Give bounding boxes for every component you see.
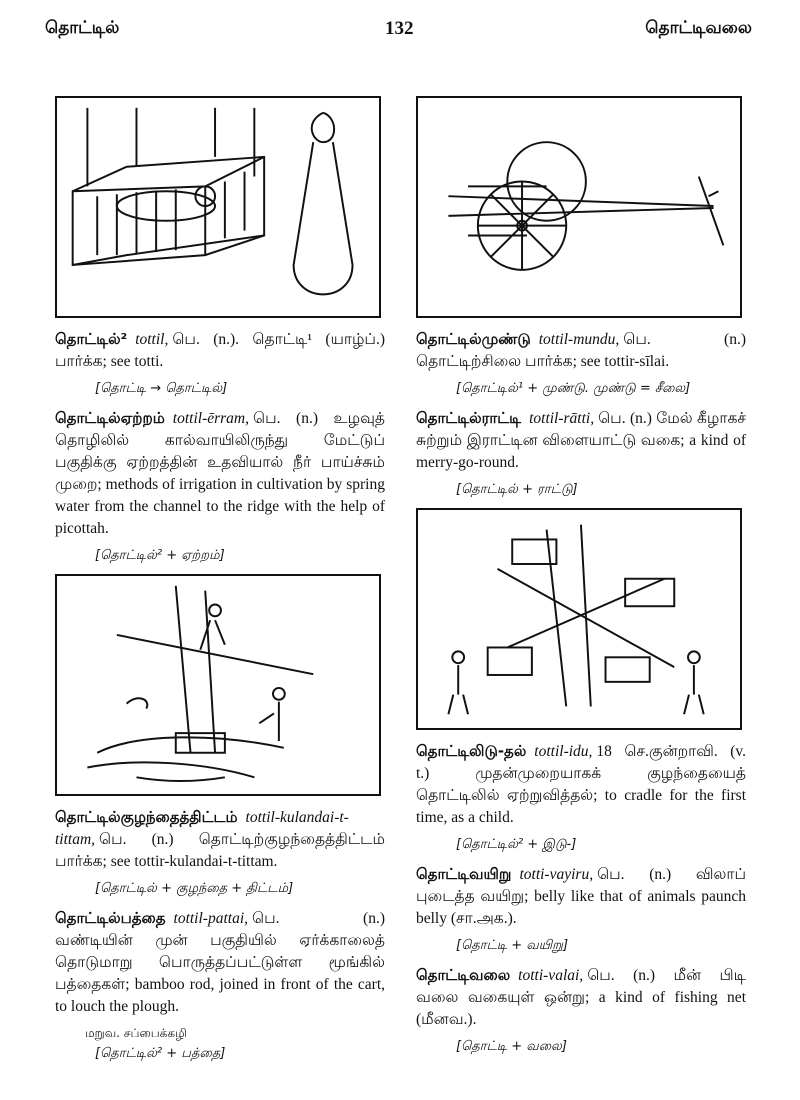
etymology: [தொட்டில் + குழந்தை + திட்டம்]	[95, 881, 294, 896]
definition: பெ. (n.) வண்டியின் முன் பகுதியில் ஏர்க்க…	[55, 910, 385, 1015]
definition: பெ. (n.). தொட்டி¹ (யாழ்ப்.) பார்க்க; see…	[55, 331, 385, 370]
dictionary-entry: தொட்டிலிடு-தல் tottil-idu,18 செ.குன்றாவி.…	[416, 740, 746, 829]
picottah-irrigation-illustration	[55, 574, 381, 796]
dictionary-entry: தொட்டில்ஏற்றம் tottil-ērram,பெ. (n.) உழவு…	[55, 407, 385, 540]
definition: 18 செ.குன்றாவி. (v. t.) முதன்முறையாகக் க…	[416, 743, 746, 826]
dictionary-entry: தொட்டில்முண்டு tottil-mundu,பெ. (n.) தொட்…	[416, 328, 746, 373]
definition: பெ. (n.) தொட்டிற்சிலை பார்க்க; see totti…	[416, 331, 746, 370]
synonym: மறுவ. சப்பைக்கழி	[85, 1026, 187, 1040]
cart-illustration	[416, 96, 742, 318]
transliteration: tottil-rātti,	[529, 410, 595, 427]
headword: தொட்டில்²	[55, 330, 128, 348]
cradle-illustration	[55, 96, 381, 318]
transliteration: tottil,	[135, 331, 169, 348]
dictionary-entry: தொட்டில்ராட்டி tottil-rātti,பெ. (n.) மேல்…	[416, 407, 746, 474]
headword: தொட்டில்ஏற்றம்	[55, 409, 165, 427]
definition: பெ. (n.) உழவுத் தொழிலில் கால்வாயிலிருந்த…	[55, 410, 385, 537]
headword: தொட்டிவலை	[416, 966, 511, 984]
etymology: [தொட்டில்¹ + முண்டு. முண்டு = சீலை]	[456, 381, 691, 396]
etymology: [தொட்டில்² + பத்தை]	[95, 1046, 226, 1061]
dictionary-entry: தொட்டிவலை totti-valai,பெ. (n.) மீன் பிடி …	[416, 964, 746, 1031]
headword: தொட்டிலிடு-தல்	[416, 742, 527, 760]
definition: பெ. (n.) மீன் பிடி வலை வகையுள் ஒன்று; a …	[416, 967, 746, 1028]
definition: பெ. (n.) மேல் கீழாகச் சுற்றும் இராட்டின …	[416, 410, 746, 471]
definition: பெ. (n.) தொட்டிற்குழந்தைத்திட்டம் பார்க்…	[55, 831, 385, 870]
headword: தொட்டில்முண்டு	[416, 330, 531, 348]
dictionary-entry: தொட்டில்குழந்தைத்திட்டம்tottil-kulandai-…	[55, 806, 385, 873]
header-right-guideword: தொட்டிவலை	[645, 18, 752, 38]
transliteration: tottil-ērram,	[172, 410, 249, 427]
dictionary-entry: தொட்டில்² tottil,பெ. (n.). தொட்டி¹ (யாழ்ப…	[55, 328, 385, 373]
headword: தொட்டில்குழந்தைத்திட்டம்	[55, 808, 238, 826]
headword: தொட்டில்ராட்டி	[416, 409, 522, 427]
transliteration: tottil-mundu,	[538, 331, 620, 348]
definition: பெ. (n.) விலாப் புடைத்த வயிறு; belly lik…	[416, 866, 746, 927]
etymology: [தொட்டில்² + ஏற்றம்]	[95, 548, 225, 563]
dictionary-entry: தொட்டில்பத்தை tottil-pattai,பெ. (n.) வண்ட…	[55, 907, 385, 1018]
left-column: தொட்டில்² tottil,பெ. (n.). தொட்டி¹ (யாழ்ப…	[55, 96, 385, 1072]
etymology: [தொட்டி + வலை]	[456, 1039, 567, 1054]
dictionary-entry: தொட்டிவயிறு totti-vayiru,பெ. (n.) விலாப் …	[416, 863, 746, 930]
transliteration: tottil-idu,	[534, 743, 593, 760]
header-left-guideword: தொட்டில்	[45, 18, 120, 38]
etymology: [தொட்டி + வயிறு]	[456, 938, 569, 953]
etymology: [தொட்டில் + ராட்டு]	[456, 482, 578, 497]
page-number: 132	[385, 18, 414, 39]
transliteration: tottil-kulandai-t-tittam,	[55, 809, 349, 848]
right-column: தொட்டில்முண்டு tottil-mundu,பெ. (n.) தொட்…	[416, 96, 746, 1065]
transliteration: tottil-pattai,	[173, 910, 249, 927]
etymology: [தொட்டில்² + இடு-]	[456, 837, 577, 852]
headword: தொட்டில்பத்தை	[55, 909, 166, 927]
transliteration: totti-vayiru,	[519, 866, 594, 883]
merry-go-round-illustration	[416, 508, 742, 730]
headword: தொட்டிவயிறு	[416, 865, 512, 883]
etymology: [தொட்டி → தொட்டில்]	[95, 381, 228, 396]
transliteration: totti-valai,	[518, 967, 584, 984]
